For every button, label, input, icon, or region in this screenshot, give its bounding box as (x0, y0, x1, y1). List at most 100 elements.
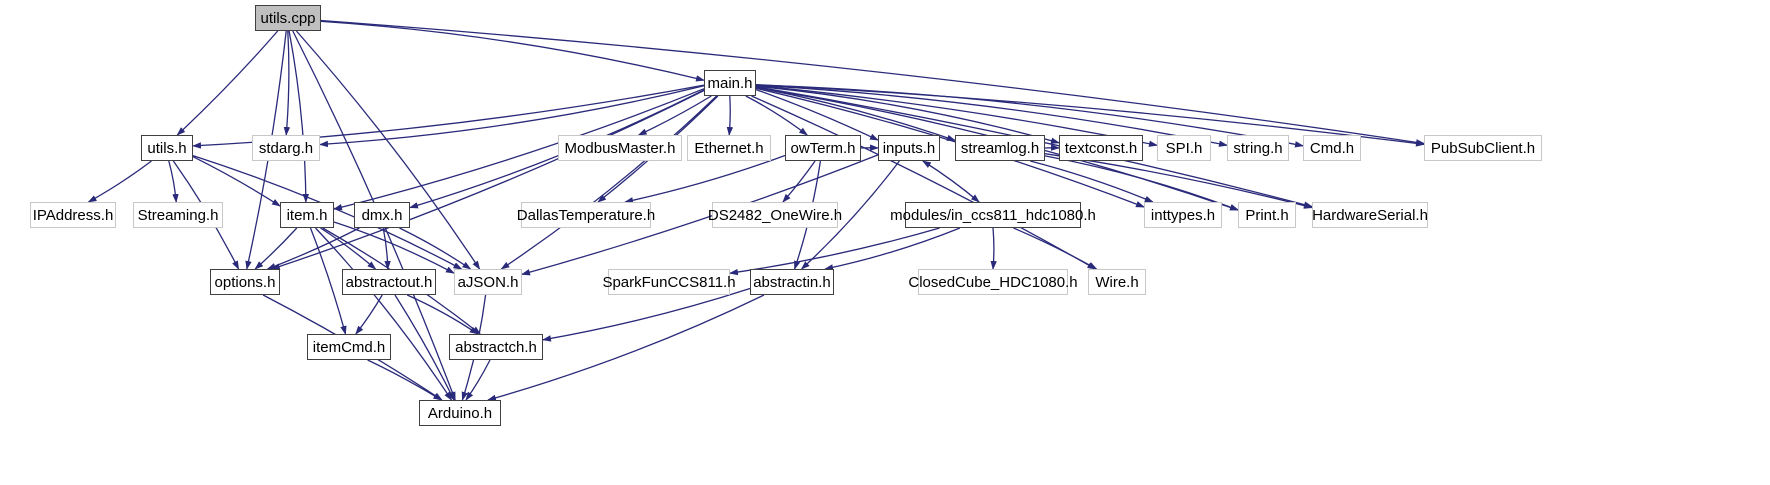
graph-edge (755, 83, 1425, 147)
graph-edge (320, 19, 1425, 146)
graph-edge (500, 95, 718, 270)
graph-node-modbusmaster-h[interactable]: ModbusMaster.h (558, 135, 682, 161)
graph-node-owterm-h[interactable]: owTerm.h (785, 135, 861, 161)
graph-node-arduino-h[interactable]: Arduino.h (419, 400, 501, 426)
graph-node-stdarg-h[interactable]: stdarg.h (252, 135, 320, 161)
graph-node-itemcmd-h[interactable]: itemCmd.h (307, 334, 391, 360)
graph-edge (755, 88, 879, 141)
graph-node-abstractin-h[interactable]: abstractin.h (750, 269, 834, 295)
graph-edge (168, 160, 179, 203)
graph-node-dmx-h[interactable]: dmx.h (354, 202, 410, 228)
graph-node-spi-h[interactable]: SPI.h (1157, 135, 1211, 161)
graph-node-closedcube-h[interactable]: ClosedCube_HDC1080.h (908, 269, 1078, 295)
graph-node-utils-cpp[interactable]: utils.cpp (255, 5, 321, 31)
graph-edge (751, 95, 1097, 270)
graph-node-inputs-h[interactable]: inputs.h (878, 135, 940, 161)
graph-node-label: Print.h (1245, 206, 1289, 224)
graph-node-label: IPAddress.h (32, 206, 114, 224)
graph-edge (637, 95, 712, 136)
graph-edge (726, 95, 734, 136)
graph-edge (487, 294, 765, 401)
graph-edge (755, 84, 1228, 147)
graph-node-item-h[interactable]: item.h (280, 202, 334, 228)
graph-edge (254, 227, 298, 270)
graph-node-label: textconst.h (1064, 139, 1138, 157)
graph-node-label: utils.h (147, 139, 187, 157)
graph-edge (355, 294, 383, 335)
graph-node-sparkfunccs811-h[interactable]: SparkFunCCS811.h (602, 269, 736, 295)
graph-edge (333, 221, 455, 274)
graph-edge (406, 294, 479, 335)
graph-node-streaming-h[interactable]: Streaming.h (133, 202, 223, 228)
graph-node-label: modules/in_ccs811_hdc1080.h (890, 206, 1096, 224)
graph-edge (283, 30, 291, 136)
graph-node-label: Streaming.h (137, 206, 219, 224)
graph-edge (542, 287, 751, 342)
graph-edge (399, 227, 472, 270)
graph-node-label: inttypes.h (1150, 206, 1216, 224)
graph-node-inttypes-h[interactable]: inttypes.h (1144, 202, 1222, 228)
graph-edge (320, 20, 705, 82)
graph-node-ajson-h[interactable]: aJSON.h (454, 269, 522, 295)
graph-node-ethernet-h[interactable]: Ethernet.h (687, 135, 771, 161)
graph-edge (382, 227, 391, 270)
graph-node-modules-ccs-h[interactable]: modules/in_ccs811_hdc1080.h (890, 202, 1096, 228)
graph-node-abstractch-h[interactable]: abstractch.h (449, 334, 543, 360)
graph-edge (465, 359, 491, 401)
graph-node-abstractout-h[interactable]: abstractout.h (342, 269, 436, 295)
graph-node-label: item.h (286, 206, 328, 224)
graph-node-textconst-h[interactable]: textconst.h (1059, 135, 1143, 161)
graph-edge (320, 227, 377, 270)
graph-node-main-h[interactable]: main.h (704, 70, 756, 96)
graph-node-string-h[interactable]: string.h (1227, 135, 1289, 161)
graph-edge (755, 85, 1060, 144)
graph-node-label: Wire.h (1095, 273, 1139, 291)
graph-node-streamlog-h[interactable]: streamlog.h (955, 135, 1045, 161)
graph-node-label: utils.cpp (260, 9, 316, 27)
graph-node-label: abstractout.h (345, 273, 433, 291)
graph-node-label: options.h (214, 273, 276, 291)
graph-node-pubsubclient-h[interactable]: PubSubClient.h (1424, 135, 1542, 161)
graph-edge (270, 89, 705, 270)
graph-edge (1013, 227, 1098, 270)
graph-node-cmd-h[interactable]: Cmd.h (1303, 135, 1361, 161)
graph-node-label: DS2482_OneWire.h (707, 206, 843, 224)
graph-node-label: abstractch.h (455, 338, 537, 356)
graph-node-hardwareserial-h[interactable]: HardwareSerial.h (1312, 202, 1428, 228)
graph-edge (319, 85, 705, 148)
graph-node-label: itemCmd.h (312, 338, 386, 356)
graph-edge (192, 156, 281, 207)
graph-edge (755, 84, 1158, 147)
graph-node-dallastemperature-h[interactable]: DallasTemperature.h (517, 202, 655, 228)
graph-node-label: Cmd.h (1309, 139, 1355, 157)
graph-edge (1030, 160, 1154, 203)
graph-node-ds2482-onewire-h[interactable]: DS2482_OneWire.h (708, 202, 842, 228)
graph-edge (288, 30, 310, 203)
graph-edge (315, 227, 453, 401)
graph-node-label: SPI.h (1165, 139, 1203, 157)
graph-edge (755, 86, 956, 142)
graph-node-label: SparkFunCCS811.h (602, 273, 736, 291)
graph-node-utils-h[interactable]: utils.h (141, 135, 193, 161)
graph-node-label: streamlog.h (960, 139, 1040, 157)
graph-edge (295, 30, 481, 270)
graph-node-label: ModbusMaster.h (564, 139, 676, 157)
graph-node-options-h[interactable]: options.h (210, 269, 280, 295)
graph-node-label: main.h (707, 74, 753, 92)
graph-node-label: HardwareSerial.h (1312, 206, 1428, 224)
graph-edge (176, 30, 279, 136)
graph-node-wire-h[interactable]: Wire.h (1088, 269, 1146, 295)
graph-node-ipaddress-h[interactable]: IPAddress.h (30, 202, 116, 228)
graph-edge (922, 160, 980, 203)
graph-node-print-h[interactable]: Print.h (1238, 202, 1296, 228)
graph-edge (755, 87, 1145, 208)
graph-node-label: aJSON.h (457, 273, 519, 291)
graph-node-label: dmx.h (361, 206, 403, 224)
graph-edge (309, 227, 347, 335)
graph-node-label: inputs.h (882, 139, 936, 157)
graph-node-label: abstractin.h (753, 273, 831, 291)
graph-edge (394, 294, 455, 401)
graph-node-label: string.h (1233, 139, 1283, 157)
